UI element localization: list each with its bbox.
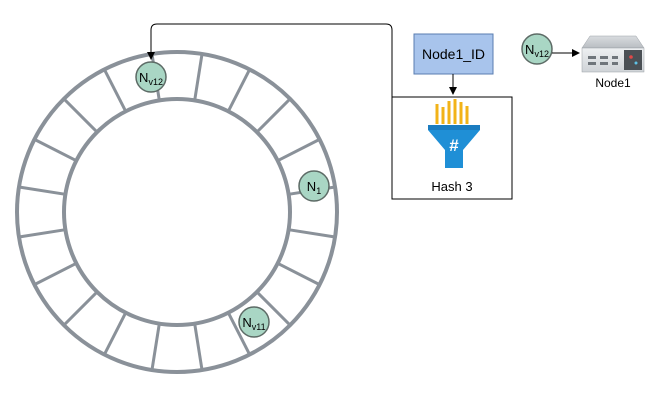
ring-divider bbox=[226, 68, 251, 112]
ring-divider bbox=[193, 53, 204, 101]
hash-funnel-icon: # bbox=[428, 99, 480, 168]
ring-divider bbox=[277, 261, 321, 286]
node-label-base: N bbox=[139, 70, 148, 85]
ring-divider bbox=[18, 185, 66, 196]
ring-divider bbox=[255, 97, 292, 134]
ring-divider bbox=[18, 228, 66, 239]
ring-divider bbox=[150, 323, 161, 371]
virtual-node-nv12: Nv12 bbox=[521, 33, 553, 65]
svg-text:Nv11: Nv11 bbox=[242, 315, 265, 332]
node-label-sub: v12 bbox=[148, 77, 163, 87]
ring-divider bbox=[103, 68, 128, 112]
ring-divider bbox=[277, 138, 321, 163]
ring-divider bbox=[33, 261, 77, 286]
svg-text:Nv12: Nv12 bbox=[139, 70, 163, 87]
server-label: Node1 bbox=[595, 76, 631, 90]
hash-to-ring-connector bbox=[147, 23, 393, 97]
ring-divider bbox=[62, 97, 99, 134]
node-label-sub: v12 bbox=[534, 49, 549, 59]
ring-divider bbox=[226, 312, 251, 356]
server-icon bbox=[581, 35, 645, 73]
hash-ring bbox=[15, 50, 339, 374]
ring-divider bbox=[62, 290, 99, 327]
ring-divider bbox=[288, 228, 336, 239]
ring-node-nv11: Nv11 bbox=[238, 306, 270, 338]
node-id-label: Node1_ID bbox=[422, 46, 485, 62]
node-label-sub: 1 bbox=[316, 186, 321, 196]
node-label-base: N bbox=[242, 315, 251, 330]
ring-divider bbox=[103, 312, 128, 356]
ring-divider bbox=[255, 290, 292, 327]
hash-symbol: # bbox=[449, 136, 459, 155]
ring-node-nv12: Nv12 bbox=[135, 61, 167, 93]
ring-inner-circle bbox=[62, 97, 292, 327]
ring-divider bbox=[33, 138, 77, 163]
node-label-base: N bbox=[307, 179, 316, 194]
node-label-sub: v11 bbox=[252, 322, 266, 332]
svg-text:N1: N1 bbox=[307, 179, 321, 196]
node-id-box: Node1_ID bbox=[413, 33, 494, 75]
ring-outer-circle bbox=[15, 50, 339, 374]
ring-dividers bbox=[18, 53, 336, 371]
ring-node-n1: N1 bbox=[298, 170, 330, 202]
hash-label: Hash 3 bbox=[431, 179, 472, 194]
ring-divider bbox=[193, 323, 204, 371]
node-label-base: N bbox=[525, 42, 534, 57]
svg-text:Nv12: Nv12 bbox=[525, 42, 549, 59]
hash-box: # Hash 3 bbox=[391, 96, 513, 200]
